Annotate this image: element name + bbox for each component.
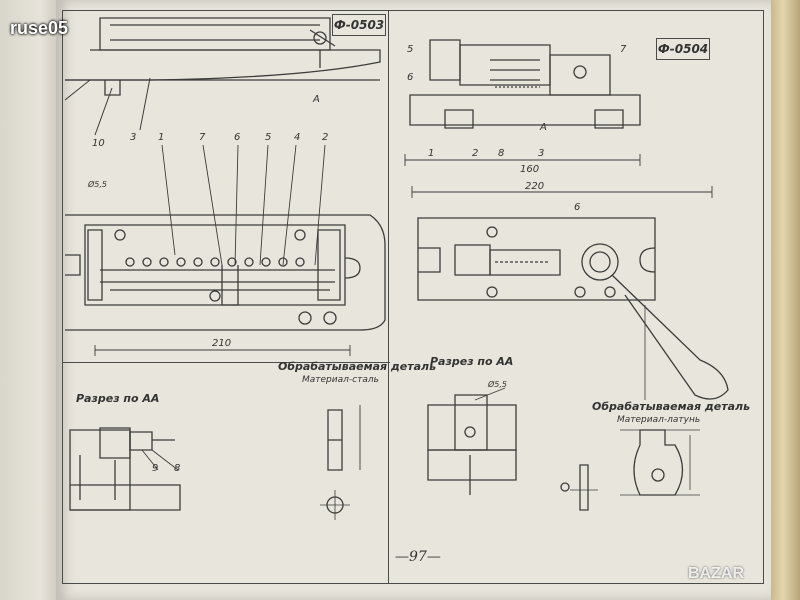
dimension-210: 210 bbox=[212, 338, 232, 349]
section-arrow-left: А bbox=[313, 94, 320, 105]
drawing-frame bbox=[62, 10, 764, 584]
dimension-220: 220 bbox=[525, 181, 545, 192]
callout-8: 8 bbox=[174, 463, 181, 474]
callout-6: 6 bbox=[234, 132, 241, 143]
right-plan-drawing bbox=[412, 186, 728, 400]
workpiece-row bbox=[126, 258, 304, 266]
callout-2: 2 bbox=[322, 132, 329, 143]
section-arrow-right: А bbox=[540, 122, 547, 133]
callout-9: 9 bbox=[152, 463, 159, 474]
left-section-drawing bbox=[70, 428, 180, 510]
left-page-edge bbox=[0, 0, 58, 600]
callout-r2: 2 bbox=[472, 148, 479, 159]
callout-5: 5 bbox=[265, 132, 272, 143]
left-section-title: Разрез по АА bbox=[76, 392, 160, 405]
callout-7: 7 bbox=[199, 132, 206, 143]
left-part-title: Обрабатываемая деталь bbox=[278, 360, 437, 373]
callout-3: 3 bbox=[130, 132, 137, 143]
hole-dimension-left: Ø5,5 bbox=[88, 180, 108, 189]
left-workpiece-drawing bbox=[320, 405, 360, 520]
left-plan-drawing bbox=[65, 145, 385, 356]
right-section-drawing bbox=[428, 388, 516, 495]
callout-r7: 7 bbox=[620, 44, 627, 55]
watermark-ruse05: ruse05 bbox=[10, 18, 69, 38]
right-material: Материал-латунь bbox=[617, 415, 701, 425]
callout-r8: 8 bbox=[498, 148, 505, 159]
page-number: —97— bbox=[395, 549, 441, 565]
watermark-bazar: BAZAR bbox=[688, 565, 744, 582]
plate-divider bbox=[388, 10, 389, 583]
right-top-section-drawing bbox=[405, 40, 640, 166]
book-cover-edge bbox=[771, 0, 800, 600]
callout-4: 4 bbox=[294, 132, 301, 143]
callout-r5: 5 bbox=[407, 44, 414, 55]
left-material: Материал-сталь bbox=[302, 375, 379, 385]
hole-dimension-right: Ø5,5 bbox=[488, 380, 508, 389]
callout-r3: 3 bbox=[538, 148, 545, 159]
right-section-title: Разрез по АА bbox=[430, 355, 514, 368]
dimension-160: 160 bbox=[520, 164, 540, 175]
right-plate-code: Ф-0504 bbox=[656, 38, 710, 60]
left-top-view-drawing bbox=[65, 18, 380, 135]
left-plate-code: Ф-0503 bbox=[332, 14, 386, 36]
callout-r1: 1 bbox=[428, 148, 435, 159]
left-plate-divider bbox=[62, 362, 390, 363]
callout-1: 1 bbox=[158, 132, 165, 143]
callout-10: 10 bbox=[92, 138, 105, 149]
callout-r6-plan: 6 bbox=[574, 202, 581, 213]
right-part-title: Обрабатываемая деталь bbox=[592, 400, 751, 413]
right-workpiece-drawing bbox=[561, 430, 700, 510]
callout-r6: 6 bbox=[407, 72, 414, 83]
